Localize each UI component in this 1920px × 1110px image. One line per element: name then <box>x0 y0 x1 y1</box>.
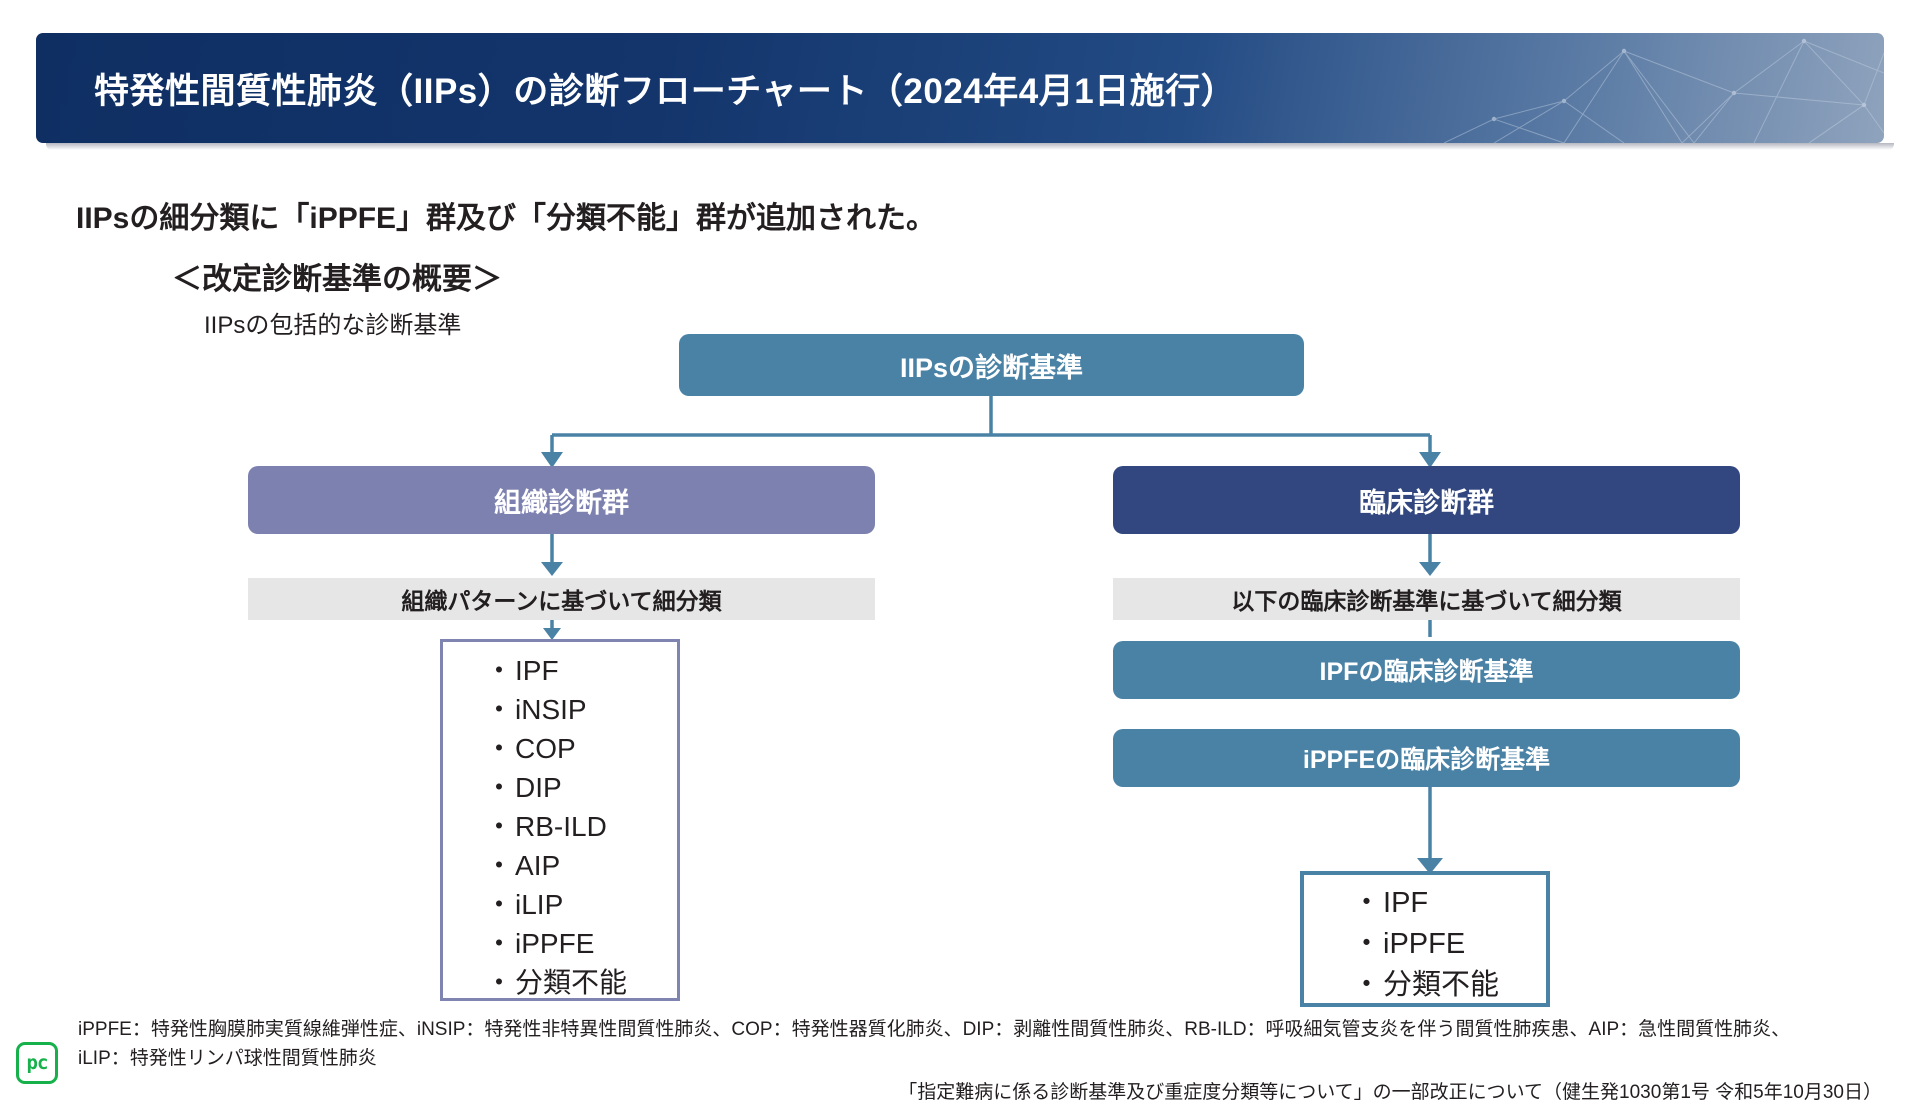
list-item: ・分類不能 <box>1352 965 1546 1006</box>
list-item-label: IPF <box>515 655 559 686</box>
list-item-label: DIP <box>515 772 562 803</box>
list-item: ・RB-ILD <box>485 807 677 846</box>
list-item: ・iLIP <box>485 885 677 924</box>
list-item-label: iLIP <box>515 889 564 920</box>
bullet-icon: ・ <box>1352 969 1382 1001</box>
bullet-icon: ・ <box>485 733 514 764</box>
criteria-caption: IIPsの包括的な診断基準 <box>204 312 462 339</box>
list-item: ・DIP <box>485 768 677 807</box>
bullet-icon: ・ <box>485 811 514 842</box>
footnote-line-1: iPPFE：特発性胸膜肺実質線維弾性症、iNSIP：特発性非特異性間質性肺炎、C… <box>78 1019 1791 1040</box>
list-item-label: iPPFE <box>1383 928 1466 960</box>
subtitle-bar-histological: 組織パターンに基づいて細分類 <box>248 578 875 620</box>
outcome-list-histological-items: ・IPF ・iNSIP ・COP ・DIP ・RB-ILD ・AIP ・iLIP… <box>443 642 677 1002</box>
list-item: ・IPF <box>485 651 677 690</box>
header-shadow <box>46 143 1894 150</box>
bullet-icon: ・ <box>485 889 514 920</box>
list-item-label: iNSIP <box>515 694 587 725</box>
bullet-icon: ・ <box>485 928 514 959</box>
outcome-list-clinical-items: ・IPF ・iPPFE ・分類不能 <box>1304 875 1546 1006</box>
list-item: ・iNSIP <box>485 690 677 729</box>
footnote-line-2: iLIP：特発性リンパ球性間質性肺炎 <box>78 1048 377 1069</box>
pc-logo-label: pc <box>26 1051 49 1074</box>
source-citation: 「指定難病に係る診断基準及び重症度分類等について」の一部改正について（健生発10… <box>898 1082 1882 1103</box>
section-heading: ＜改定診断基準の概要＞ <box>172 263 502 296</box>
list-item: ・iPPFE <box>1352 924 1546 965</box>
flow-box-clinical-group[interactable]: 臨床診断群 <box>1113 466 1740 534</box>
intro-statement: IIPsの細分類に「iPPFE」群及び「分類不能」群が追加された。 <box>76 202 937 235</box>
list-item: ・分類不能 <box>485 963 677 1002</box>
bullet-icon: ・ <box>485 772 514 803</box>
list-item: ・iPPFE <box>485 924 677 963</box>
footnote-block: iPPFE：特発性胸膜肺実質線維弾性症、iNSIP：特発性非特異性間質性肺炎、C… <box>78 1015 1868 1073</box>
bullet-icon: ・ <box>485 967 514 998</box>
header-banner: 特発性間質性肺炎（IIPs）の診断フローチャート（2024年4月1日施行） <box>36 33 1884 143</box>
list-item-label: 分類不能 <box>1383 969 1500 1001</box>
list-item-label: iPPFE <box>515 928 595 959</box>
pc-logo-icon: pc <box>16 1042 58 1084</box>
outcome-list-histological: ・IPF ・iNSIP ・COP ・DIP ・RB-ILD ・AIP ・iLIP… <box>440 639 680 1001</box>
subtitle-bar-clinical: 以下の臨床診断基準に基づいて細分類 <box>1113 578 1740 620</box>
list-item: ・AIP <box>485 846 677 885</box>
flow-box-root-criteria[interactable]: IIPsの診断基準 <box>679 334 1304 396</box>
bullet-icon: ・ <box>485 850 514 881</box>
flow-box-histological-group[interactable]: 組織診断群 <box>248 466 875 534</box>
list-item-label: IPF <box>1383 887 1429 919</box>
list-item: ・IPF <box>1352 883 1546 924</box>
flow-box-ippfe-clinical-criteria[interactable]: iPPFEの臨床診断基準 <box>1113 729 1740 787</box>
list-item-label: COP <box>515 733 576 764</box>
list-item: ・COP <box>485 729 677 768</box>
bullet-icon: ・ <box>485 694 514 725</box>
flow-box-ipf-clinical-criteria[interactable]: IPFの臨床診断基準 <box>1113 641 1740 699</box>
list-item-label: RB-ILD <box>515 811 607 842</box>
bullet-icon: ・ <box>1352 887 1382 919</box>
bullet-icon: ・ <box>485 655 514 686</box>
page-title: 特発性間質性肺炎（IIPs）の診断フローチャート（2024年4月1日施行） <box>94 71 1237 111</box>
network-pattern-decoration <box>1443 38 1884 143</box>
list-item-label: AIP <box>515 850 561 881</box>
bullet-icon: ・ <box>1352 928 1382 960</box>
outcome-list-clinical: ・IPF ・iPPFE ・分類不能 <box>1300 871 1550 1007</box>
list-item-label: 分類不能 <box>515 967 628 998</box>
